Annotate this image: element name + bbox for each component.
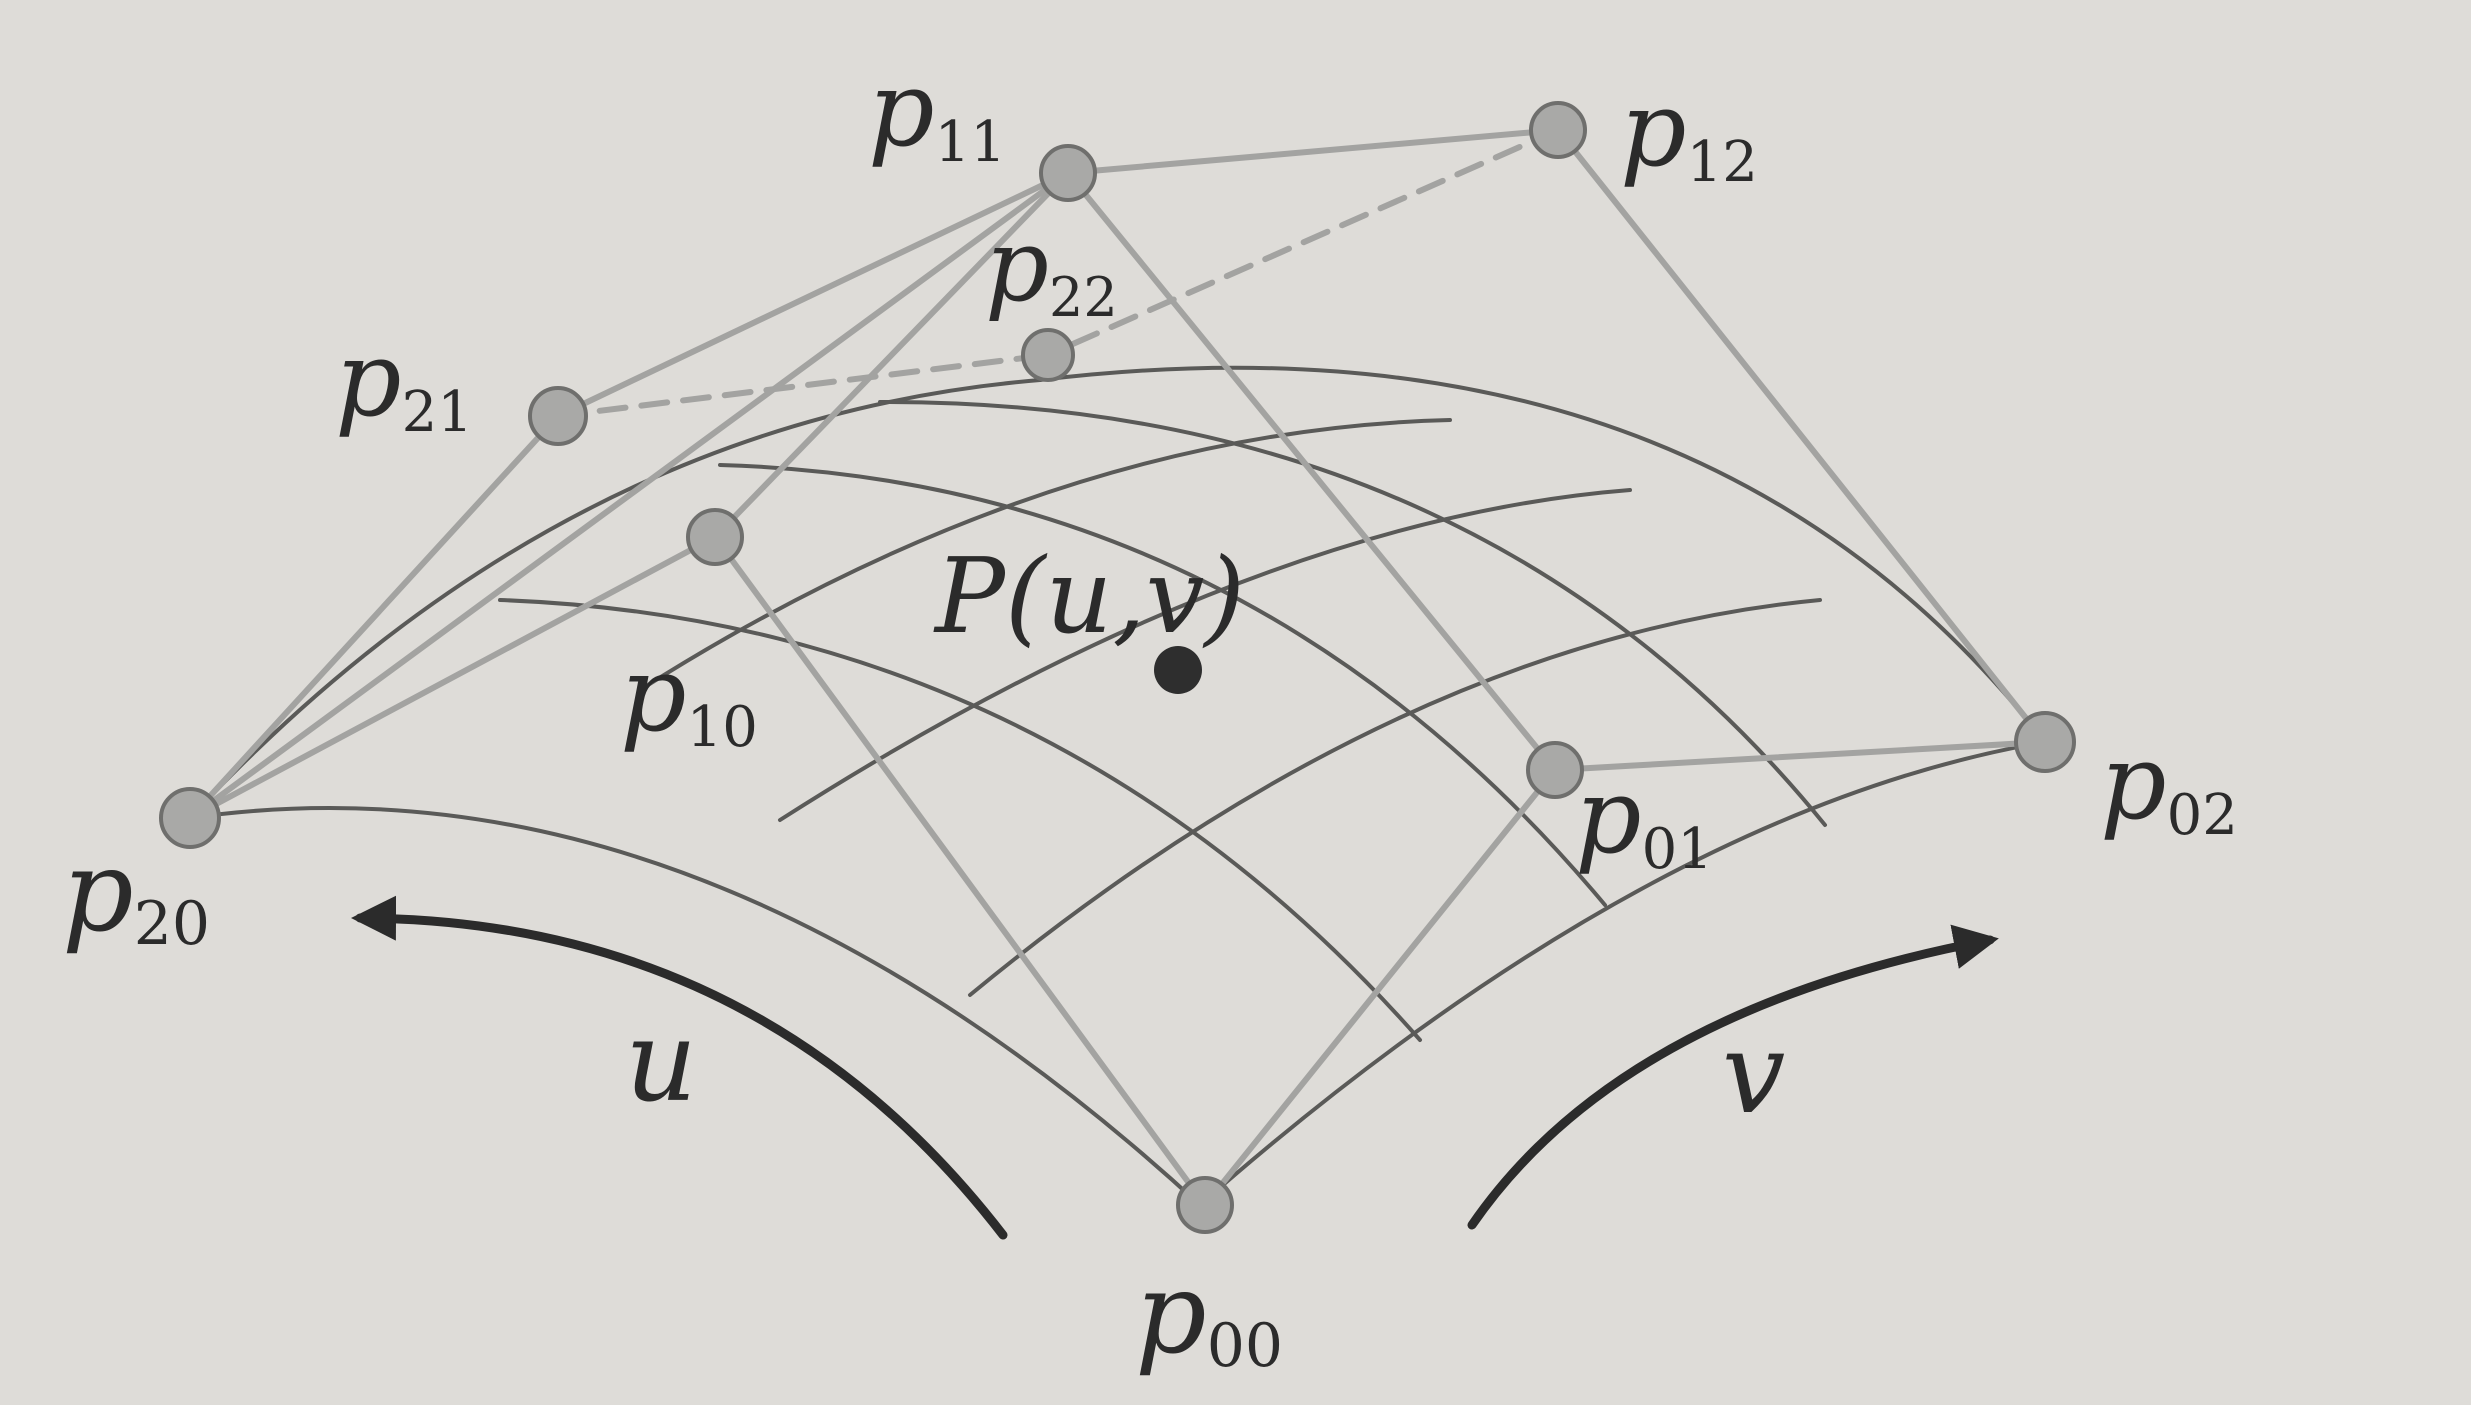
surface-iso-v-05 (718, 463, 1607, 907)
edge-p12-p22 (1045, 127, 1561, 358)
control-points (159, 101, 2076, 1234)
control-point-p00 (1176, 1176, 1234, 1234)
edge-p11-p12 (1065, 127, 1561, 176)
v-direction-arrow (1467, 924, 1999, 1230)
edge-p21-p22 (555, 352, 1051, 419)
control-point-p20 (159, 787, 221, 849)
direction-arrows (351, 895, 1999, 1240)
edge-p01-p11 (1065, 170, 1558, 773)
surface-boundary-u1 (188, 378, 1042, 820)
edge-p20-p11 (187, 170, 1071, 821)
control-point-p02 (2014, 711, 2076, 773)
label-p02: p02 (2100, 721, 2238, 848)
edge-p00-p01 (1202, 767, 1558, 1208)
surface-point-dot (1154, 646, 1202, 694)
control-point-p10 (686, 508, 744, 566)
edge-p01-p02 (1552, 739, 2048, 773)
surface-iso-u-025 (968, 598, 1822, 997)
label-u: u (625, 997, 697, 1127)
control-point-p22 (1021, 328, 1075, 382)
label-p00: p00 (1135, 1249, 1283, 1381)
control-point-p21 (528, 386, 588, 446)
label-v: v (1722, 1009, 1785, 1139)
control-point-p12 (1529, 101, 1587, 159)
label-p10: p10 (620, 633, 758, 760)
surface-iso-u-075 (638, 418, 1452, 692)
edge-p00-p10 (712, 534, 1208, 1208)
edge-p10-p11 (712, 170, 1071, 540)
label-p22: p22 (985, 207, 1118, 329)
surface-boundary-u0 (1198, 740, 2047, 1207)
edge-p20-p21 (187, 413, 561, 821)
edge-p02-p12 (1555, 127, 2048, 745)
label-p11: p11 (868, 48, 1006, 175)
control-point-p01 (1526, 741, 1584, 799)
edge-p10-p20 (187, 534, 718, 821)
control-polygon (187, 127, 2048, 1208)
edge-p11-p21 (555, 170, 1071, 419)
surface-iso-v-025 (498, 598, 1422, 1042)
label-p01: p01 (1575, 755, 1713, 882)
control-point-p11 (1039, 144, 1097, 202)
label-surface-point: P(u,v) (933, 535, 1245, 657)
labels: p00 p01 p02 p10 p11 p12 p20 p21 p22 P(u,… (62, 48, 2238, 1381)
u-direction-arrow (351, 895, 1008, 1240)
label-p12: p12 (1620, 68, 1758, 195)
surface-grid (188, 365, 2047, 1207)
label-p21: p21 (335, 318, 473, 445)
label-p20: p20 (62, 827, 210, 959)
surface-boundary-v0 (188, 806, 1202, 1207)
surface-iso-u-05 (778, 488, 1632, 822)
surface-iso-v-075 (878, 399, 1827, 827)
